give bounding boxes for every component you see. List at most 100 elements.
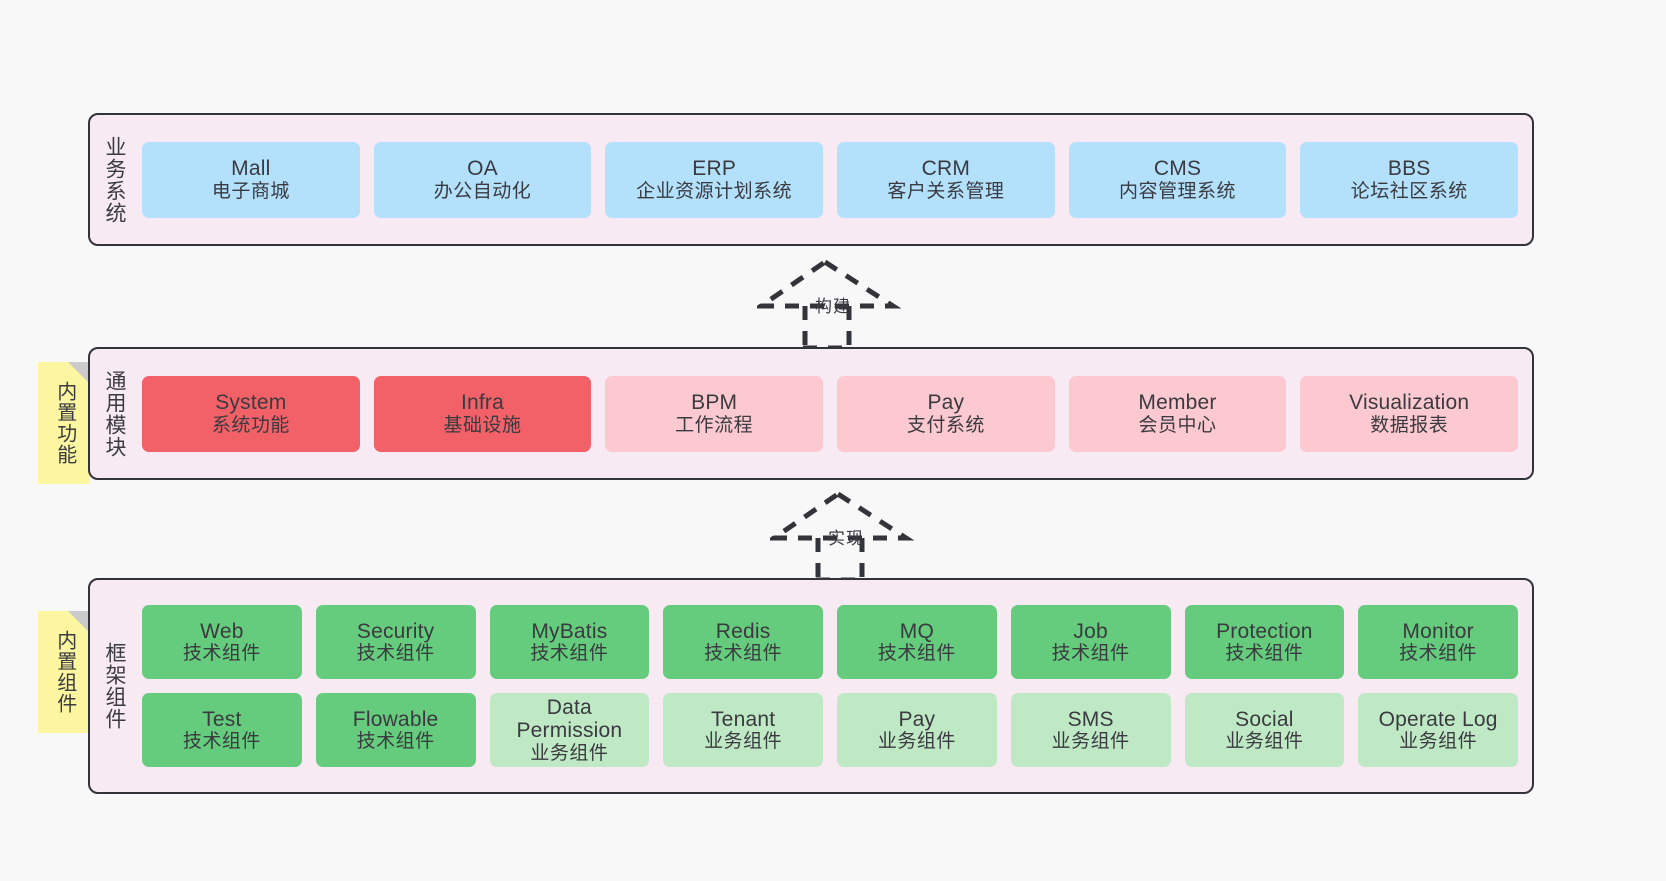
component-test-desc: 技术组件 [182,731,261,753]
component-data-permission-desc: 业务组件 [530,742,609,764]
component-tenant-desc: 业务组件 [704,731,783,753]
arrow-implement-label: 实现 [828,529,864,548]
framework-row-technical: Web 技术组件 Security 技术组件 MyBatis 技术组件 Redi… [142,605,1518,679]
component-operate-log[interactable]: Operate Log 业务组件 [1358,693,1518,767]
layer-common-modules[interactable]: 通用模块 System 系统功能 Infra 基础设施 BPM 工作流程 Pay… [88,347,1534,480]
component-mq-name: MQ [899,619,934,643]
module-erp-desc: 企业资源计划系统 [636,180,793,202]
module-bbs-name: BBS [1387,157,1431,181]
component-mybatis[interactable]: MyBatis 技术组件 [489,605,650,679]
component-test-name: Test [202,707,242,731]
layer-common-modules-body: System 系统功能 Infra 基础设施 BPM 工作流程 Pay 支付系统… [138,349,1532,478]
component-monitor[interactable]: Monitor 技术组件 [1358,605,1518,679]
component-pay[interactable]: Pay 业务组件 [837,693,997,767]
module-bpm-name: BPM [691,391,738,415]
arrow-build-head [752,258,902,309]
framework-row-business: Test 技术组件 Flowable 技术组件 Data Permission … [142,693,1518,767]
component-operate-log-desc: 业务组件 [1399,731,1478,753]
module-bpm-desc: 工作流程 [675,414,754,436]
component-data-permission-name: Data Permission [516,695,623,743]
module-visualization-name: Visualization [1349,391,1470,415]
module-crm-desc: 客户关系管理 [887,180,1005,202]
module-erp[interactable]: ERP 企业资源计划系统 [605,141,824,218]
module-oa-desc: 办公自动化 [433,180,532,202]
component-mybatis-desc: 技术组件 [530,643,609,665]
layer-business-system-title: 业务系统 [102,135,126,224]
note-builtin-features[interactable]: 内置功能 [38,362,90,484]
component-pay-desc: 业务组件 [877,731,956,753]
module-pay-desc: 支付系统 [906,414,985,436]
module-mall-desc: 电子商城 [211,180,290,202]
component-monitor-name: Monitor [1402,619,1474,643]
component-social-name: Social [1235,707,1294,731]
module-pay[interactable]: Pay 支付系统 [837,375,1055,452]
module-crm-name: CRM [921,157,971,181]
module-system-desc: 系统功能 [211,414,290,436]
component-test[interactable]: Test 技术组件 [142,693,302,767]
module-system[interactable]: System 系统功能 [142,375,360,452]
component-job[interactable]: Job 技术组件 [1010,605,1171,679]
component-mq-desc: 技术组件 [877,643,956,665]
component-redis-desc: 技术组件 [704,643,783,665]
note-fold-corner-icon [68,611,90,633]
component-protection[interactable]: Protection 技术组件 [1184,605,1345,679]
arrow-build-label: 构建 [815,297,851,316]
module-pay-name: Pay [927,391,965,415]
component-redis[interactable]: Redis 技术组件 [663,605,823,679]
module-infra[interactable]: Infra 基础设施 [373,375,592,452]
module-crm[interactable]: CRM 客户关系管理 [837,141,1055,218]
component-job-desc: 技术组件 [1051,643,1130,665]
layer-business-system[interactable]: 业务系统 Mall 电子商城 OA 办公自动化 ERP 企业资源计划系统 CRM… [88,113,1534,246]
arrow-implement-head [765,490,915,541]
component-sms-name: SMS [1067,707,1114,731]
layer-framework-components[interactable]: 框架组件 Web 技术组件 Security 技术组件 MyBatis 技术组件… [88,578,1534,794]
component-tenant-name: Tenant [710,707,776,731]
component-protection-name: Protection [1216,619,1313,643]
module-visualization-desc: 数据报表 [1370,414,1449,436]
module-mall[interactable]: Mall 电子商城 [142,141,360,218]
component-sms-desc: 业务组件 [1051,731,1130,753]
component-social[interactable]: Social 业务组件 [1184,693,1345,767]
component-protection-desc: 技术组件 [1225,643,1304,665]
component-security-desc: 技术组件 [356,643,435,665]
component-web[interactable]: Web 技术组件 [142,605,302,679]
module-member-desc: 会员中心 [1138,414,1217,436]
layer-business-system-row: Mall 电子商城 OA 办公自动化 ERP 企业资源计划系统 CRM 客户关系… [142,141,1519,218]
component-data-permission[interactable]: Data Permission 业务组件 [489,693,650,767]
module-cms-name: CMS [1153,157,1202,181]
component-mq[interactable]: MQ 技术组件 [837,605,997,679]
arrow-implement: 实现 [765,490,920,583]
component-security[interactable]: Security 技术组件 [315,605,476,679]
component-tenant[interactable]: Tenant 业务组件 [663,693,823,767]
note-builtin-components-text: 内置组件 [53,630,76,714]
layer-business-system-body: Mall 电子商城 OA 办公自动化 ERP 企业资源计划系统 CRM 客户关系… [138,115,1532,244]
module-mall-name: Mall [231,157,271,181]
module-oa-name: OA [467,157,498,181]
module-member[interactable]: Member 会员中心 [1068,375,1287,452]
component-flowable-name: Flowable [352,707,439,731]
component-social-desc: 业务组件 [1225,731,1304,753]
component-redis-name: Redis [715,619,771,643]
module-visualization[interactable]: Visualization 数据报表 [1300,375,1519,452]
note-fold-corner-icon [68,362,90,384]
module-cms-desc: 内容管理系统 [1119,180,1237,202]
note-builtin-features-text: 内置功能 [53,381,76,465]
component-web-name: Web [200,619,244,643]
module-bbs[interactable]: BBS 论坛社区系统 [1300,141,1519,218]
component-monitor-desc: 技术组件 [1399,643,1478,665]
component-flowable[interactable]: Flowable 技术组件 [315,693,476,767]
component-sms[interactable]: SMS 业务组件 [1010,693,1171,767]
module-cms[interactable]: CMS 内容管理系统 [1068,141,1287,218]
component-operate-log-name: Operate Log [1378,707,1498,731]
component-pay-name: Pay [898,707,936,731]
note-builtin-components[interactable]: 内置组件 [38,611,90,733]
module-oa[interactable]: OA 办公自动化 [373,141,592,218]
module-bbs-desc: 论坛社区系统 [1350,180,1468,202]
component-mybatis-name: MyBatis [531,619,608,643]
layer-common-modules-row: System 系统功能 Infra 基础设施 BPM 工作流程 Pay 支付系统… [142,375,1519,452]
module-member-name: Member [1138,391,1217,415]
layer-common-modules-title: 通用模块 [102,369,126,458]
module-bpm[interactable]: BPM 工作流程 [605,375,824,452]
layer-framework-components-title: 框架组件 [102,642,126,730]
